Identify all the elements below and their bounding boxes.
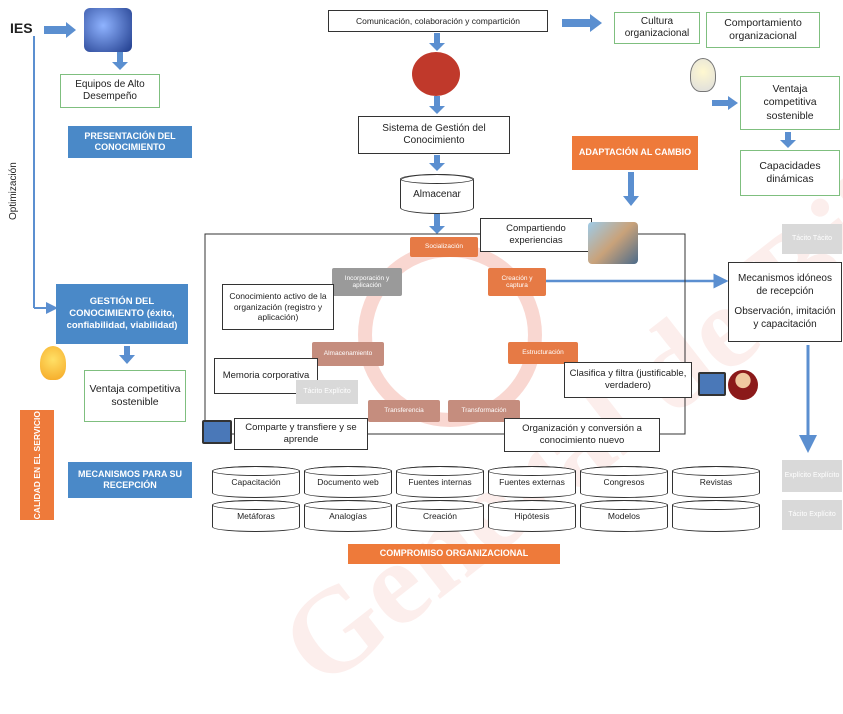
cultura-box: Cultura organizacional [614, 12, 700, 44]
explicito-explicito-box: Explícito Explícito [782, 460, 842, 492]
person-avatar [412, 52, 460, 96]
cylinder-1-1: Capacitación [212, 466, 300, 498]
transformacion-label: Transformación [448, 400, 520, 422]
organizacion-box: Organización y conversión a conocimiento… [504, 418, 660, 452]
incorporacion-label: Incorporación y aplicación [332, 268, 402, 296]
brain-image [84, 8, 132, 52]
cylinder-1-2: Documento web [304, 466, 392, 498]
tacito-explicito-box: Tácito Explícito [782, 500, 842, 530]
conocimiento-activo-box: Conocimiento activo de la organización (… [222, 284, 334, 330]
gestion-box: GESTIÓN DEL CONOCIMIENTO (éxito, confiab… [56, 284, 188, 344]
compartiendo-box: Compartiendo experiencias [480, 218, 592, 252]
cylinder-1-4: Fuentes externas [488, 466, 576, 498]
cylinder-2-1: Metáforas [212, 500, 300, 532]
cylinder-1-6: Revistas [672, 466, 760, 498]
clasifica-box: Clasifica y filtra (justificable, verdad… [564, 362, 692, 398]
transferencia-label: Transferencia [368, 400, 440, 422]
ventaja-right-box: Ventaja competitiva sostenible [740, 76, 840, 130]
ies-label: IES [10, 20, 33, 36]
ventaja-left-box: Ventaja competitiva sostenible [84, 370, 186, 422]
mecanismos-idoneos-text: Mecanismos idóneos de recepción [738, 273, 832, 297]
comportamiento-box: Comportamiento organizacional [706, 12, 820, 48]
woman-avatar [728, 370, 758, 400]
cylinder-2-5: Modelos [580, 500, 668, 532]
cylinder-1-3: Fuentes internas [396, 466, 484, 498]
capacidades-box: Capacidades dinámicas [740, 150, 840, 196]
sistema-box: Sistema de Gestión del Conocimiento [358, 116, 510, 154]
group-photo [588, 222, 638, 264]
almacenamiento-label: Almacenamiento [312, 342, 384, 366]
presentacion-box: PRESENTACIÓN DEL CONOCIMIENTO [68, 126, 192, 158]
mecanismos-recepcion-box: MECANISMOS PARA SU RECEPCIÓN [68, 462, 192, 498]
equipos-box: Equipos de Alto Desempeño [60, 74, 160, 108]
observacion-text: Observación, imitación y capacitación [734, 306, 836, 330]
computer-icon [698, 372, 726, 396]
mecanismos-idoneos-box: Mecanismos idóneos de recepción Observac… [728, 262, 842, 342]
laptop-icon [202, 420, 232, 444]
lightbulb-icon [40, 346, 66, 380]
cylinder-2-6 [672, 500, 760, 532]
almacenar-cylinder: Almacenar [400, 174, 474, 214]
creacion-captura-label: Creación y captura [488, 268, 546, 296]
optimizacion-label: Optimización [8, 162, 19, 220]
cylinder-2-3: Creación [396, 500, 484, 532]
estructuracion-label: Estructuración [508, 342, 578, 364]
adaptacion-box: ADAPTACIÓN AL CAMBIO [572, 136, 698, 170]
socializacion-label: Socialización [410, 237, 478, 257]
comparte-box: Comparte y transfiere y se aprende [234, 418, 368, 450]
tacito-tacito-box: Tácito Tácito [782, 224, 842, 254]
calidad-label: CALIDAD EN EL SERVICIO [31, 410, 42, 520]
cylinder-2-4: Hipótesis [488, 500, 576, 532]
lightbulb-gear-icon [690, 58, 716, 92]
compromiso-box: COMPROMISO ORGANIZACIONAL [348, 544, 560, 564]
comunicacion-box: Comunicación, colaboración y compartició… [328, 10, 548, 32]
tacito-explicito-small: Tácito Explícito [296, 380, 358, 404]
calidad-box: CALIDAD EN EL SERVICIO [20, 410, 54, 520]
cylinder-2-2: Analogías [304, 500, 392, 532]
cylinder-1-5: Congresos [580, 466, 668, 498]
